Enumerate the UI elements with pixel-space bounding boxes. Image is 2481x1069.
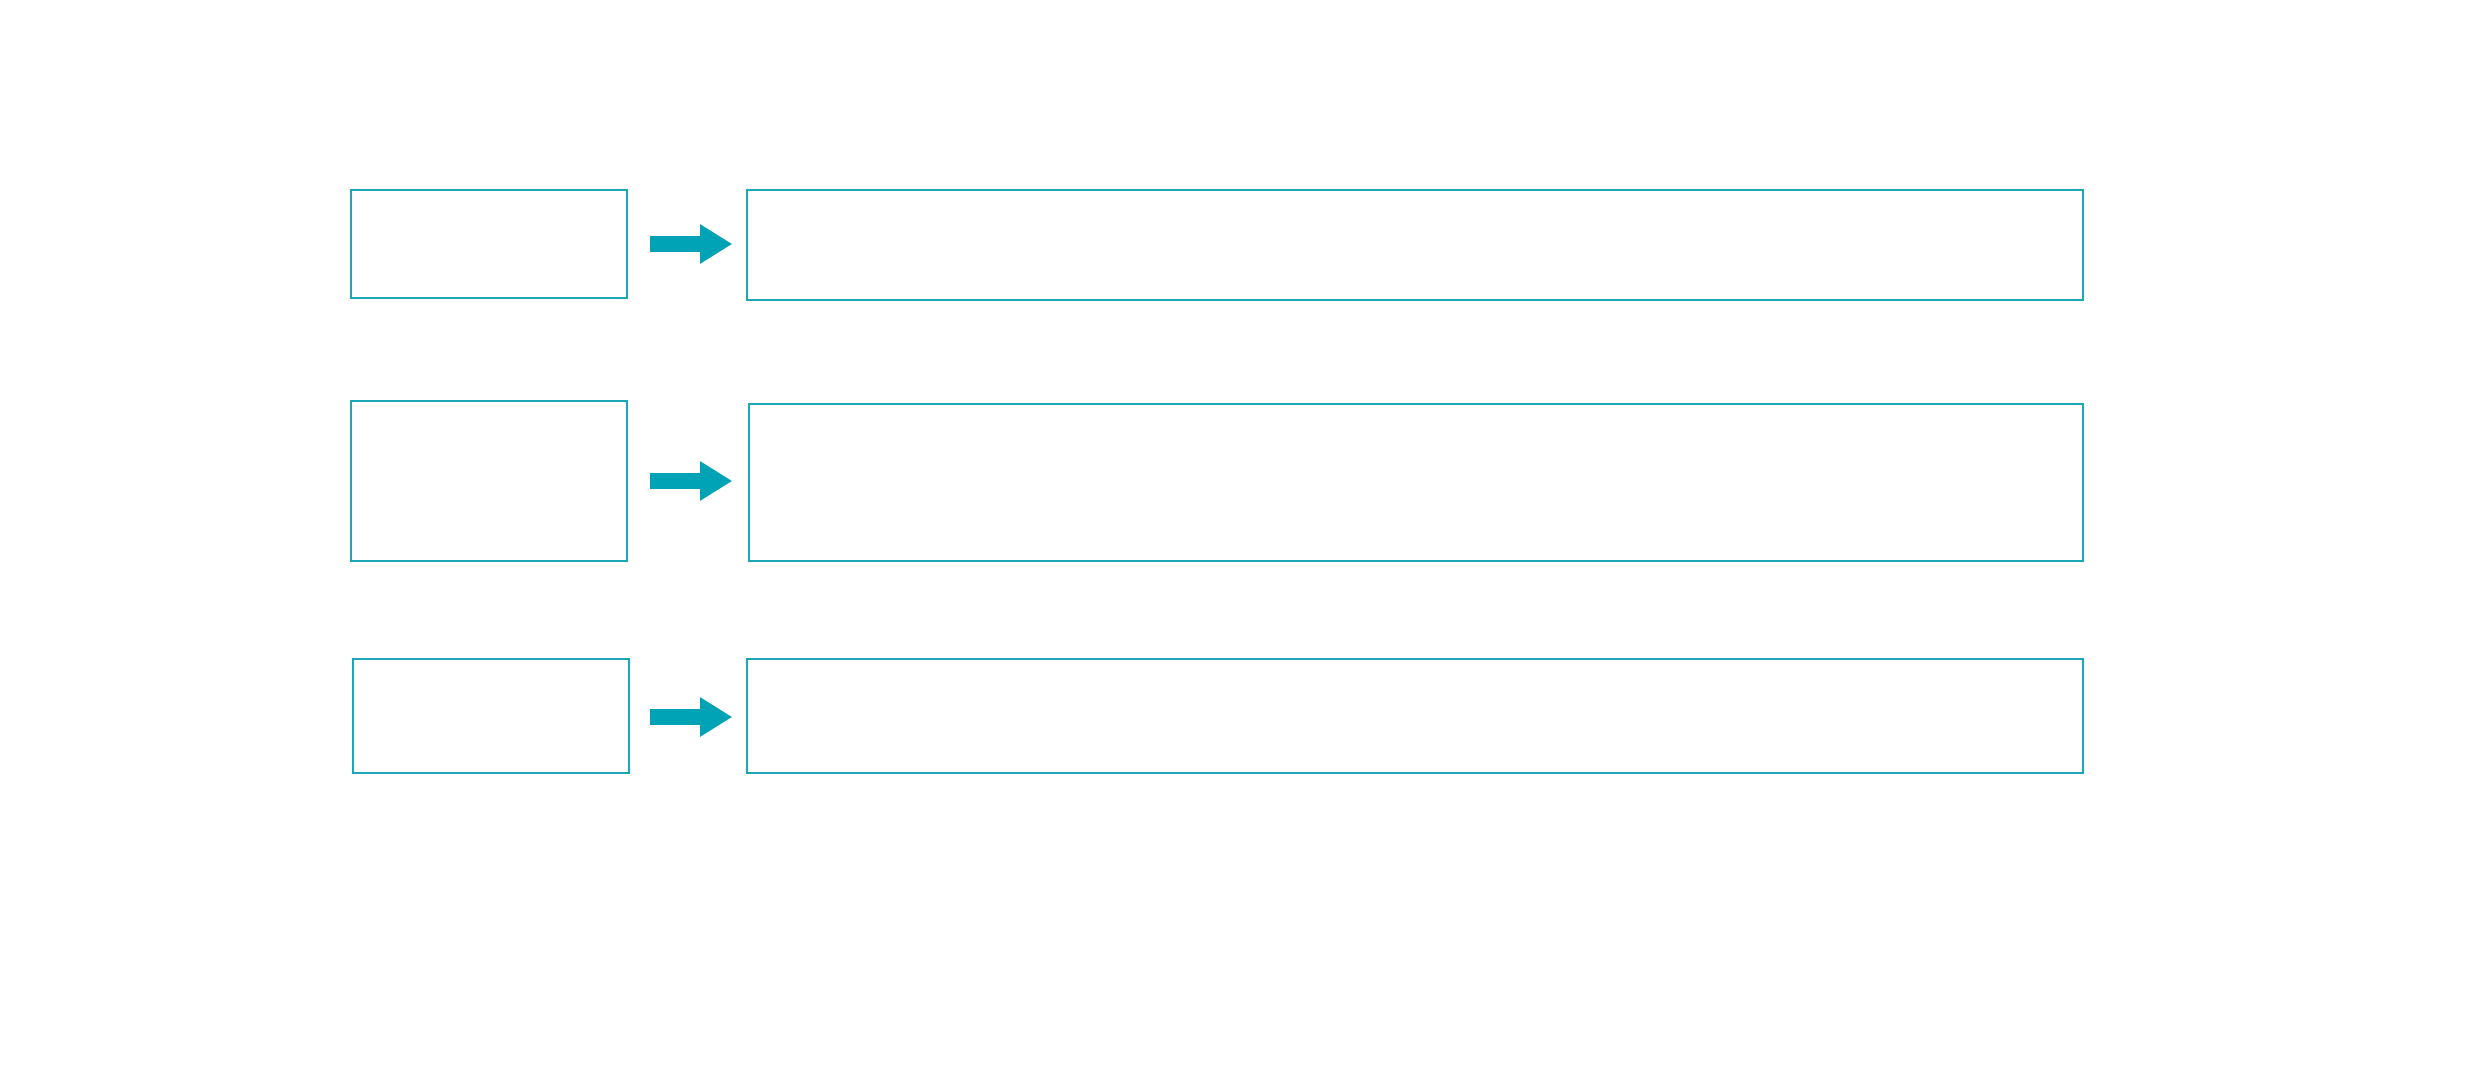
flow-right-box-2 — [748, 403, 2084, 562]
flow-left-box-1 — [350, 189, 628, 299]
right-arrow-icon — [650, 461, 732, 501]
right-arrow-icon — [650, 224, 732, 264]
flow-right-box-3 — [746, 658, 2084, 774]
flow-left-box-2 — [350, 400, 628, 562]
flow-left-box-3 — [352, 658, 630, 774]
flow-right-box-1 — [746, 189, 2084, 301]
right-arrow-icon — [650, 697, 732, 737]
